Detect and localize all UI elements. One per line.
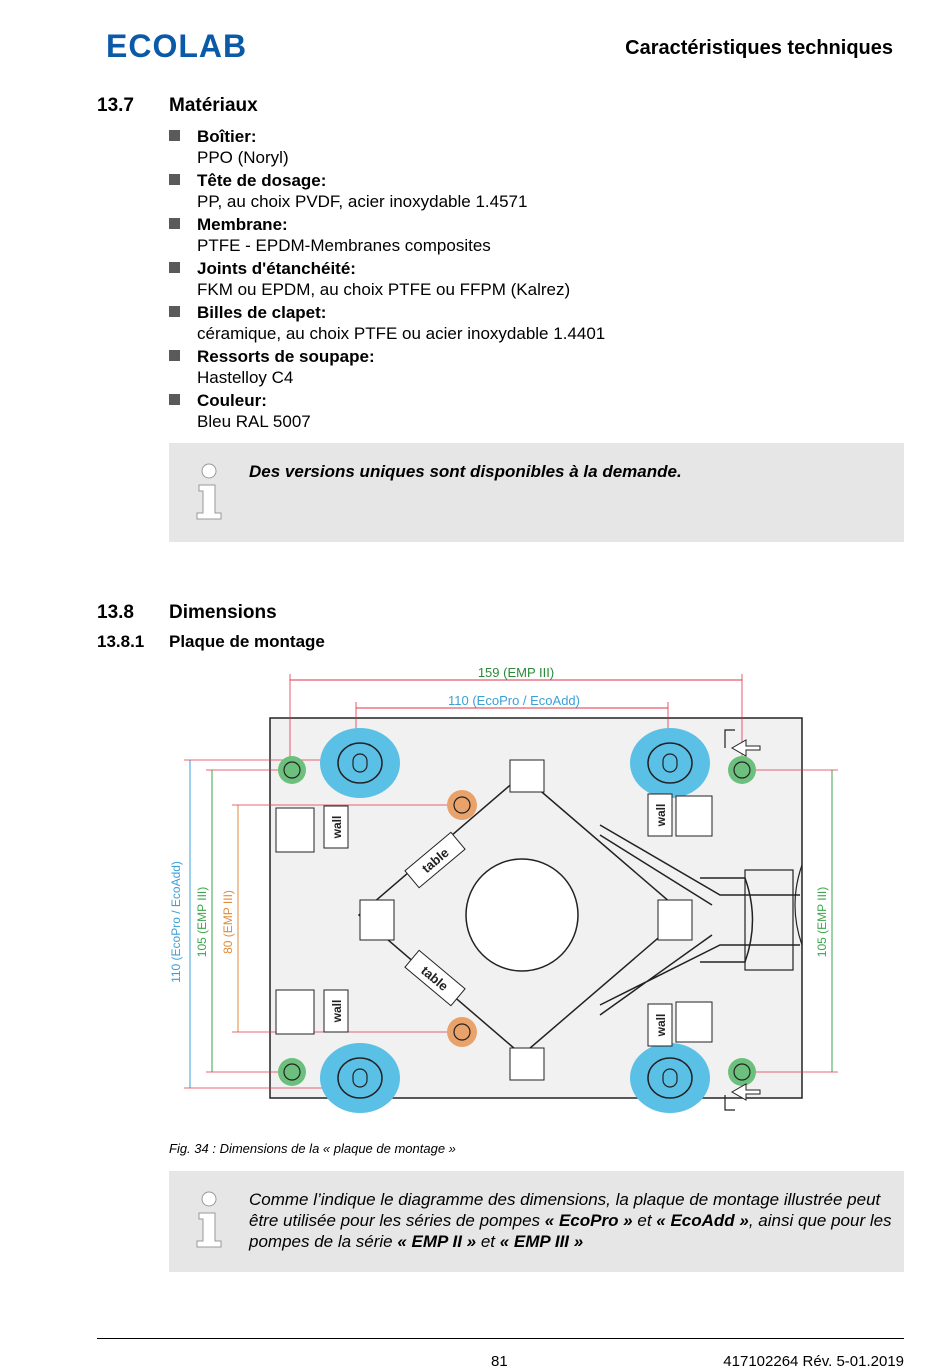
list-item: Billes de clapet: céramique, au choix PTF…	[169, 302, 869, 346]
item-value: PP, au choix PVDF, acier inoxydable 1.45…	[197, 192, 528, 211]
svg-text:wall: wall	[330, 1000, 344, 1024]
square-bullet-icon	[169, 218, 180, 229]
blue-hole-bottom-left	[320, 1043, 400, 1113]
ecolab-logo: ECOLAB	[106, 28, 247, 62]
svg-text:wall: wall	[654, 1014, 668, 1038]
arrow-icon-bottom	[724, 1083, 761, 1111]
plate-notch	[794, 864, 803, 946]
square-bullet-icon	[169, 130, 180, 141]
item-label: Ressorts de soupape:	[197, 347, 375, 366]
wall-label-bottom-right: wall	[647, 1003, 673, 1047]
item-label: Membrane:	[197, 215, 288, 234]
figure-caption: Fig. 34 : Dimensions de la « plaque de m…	[169, 1141, 456, 1156]
green-hole-top-left	[278, 756, 306, 784]
dim-top-inner: 110 (EcoPro / EcoAdd)	[448, 693, 580, 708]
green-hole-bottom-left	[278, 1058, 306, 1086]
item-value: Bleu RAL 5007	[197, 412, 311, 431]
orange-hole-top	[447, 790, 477, 820]
blue-hole-top-right	[630, 728, 710, 798]
list-item: Ressorts de soupape: Hastelloy C4	[169, 346, 869, 390]
square-bullet-icon	[169, 350, 180, 361]
svg-text:wall: wall	[330, 816, 344, 840]
item-label: Tête de dosage:	[197, 171, 327, 190]
item-value: PTFE - EPDM-Membranes composites	[197, 236, 491, 255]
wall-label-top-right: wall	[647, 793, 673, 837]
list-item: Tête de dosage: PP, au choix PVDF, acier …	[169, 170, 869, 214]
materials-list: Boîtier: PPO (Noryl) Tête de dosage: PP, a…	[169, 126, 869, 434]
blue-hole-top-left	[320, 728, 400, 798]
document-reference: 417102264 Rév. 5-01.2019	[723, 1353, 904, 1370]
svg-text:wall: wall	[654, 804, 668, 828]
info-icon	[196, 463, 222, 520]
wall-label-bottom-left: wall	[323, 989, 349, 1033]
subsection-title: Plaque de montage	[169, 632, 325, 651]
arrow-icon-top	[724, 729, 761, 757]
item-label: Billes de clapet:	[197, 303, 327, 322]
subsection-number: 13.8.1	[97, 632, 145, 651]
square-bullet-icon	[169, 262, 180, 273]
section-title-dimensions: Dimensions	[169, 602, 277, 623]
section-number-materials: 13.7	[97, 95, 134, 116]
list-item: Boîtier: PPO (Noryl)	[169, 126, 869, 170]
logo-text: ECOLAB	[106, 28, 247, 62]
section-number-dimensions: 13.8	[97, 602, 134, 623]
orange-hole-bottom	[447, 1017, 477, 1047]
wall-label-top-left: wall	[323, 805, 349, 849]
dim-left-3: 80 (EMP III)	[221, 890, 235, 954]
item-label: Boîtier:	[197, 127, 257, 146]
green-hole-bottom-right	[728, 1058, 756, 1086]
item-value: céramique, au choix PTFE ou acier inoxyd…	[197, 324, 606, 343]
dim-right: 105 (EMP III)	[815, 887, 829, 957]
green-hole-top-right	[728, 756, 756, 784]
dim-left-1: 110 (EcoPro / EcoAdd)	[169, 861, 183, 983]
funnel-bracket	[599, 824, 800, 1016]
item-label: Couleur:	[197, 391, 267, 410]
section-title-materials: Matériaux	[169, 95, 258, 116]
item-value: Hastelloy C4	[197, 368, 294, 387]
note-text-2: Comme l’indique le diagramme des dimensi…	[249, 1190, 892, 1251]
info-note-box-2: Comme l’indique le diagramme des dimensi…	[169, 1171, 904, 1272]
square-bullet-icon	[169, 306, 180, 317]
item-label: Joints d'étanchéité:	[197, 259, 356, 278]
square-bullet-icon	[169, 394, 180, 405]
header-title: Caractéristiques techniques	[625, 37, 893, 59]
dim-left-2: 105 (EMP III)	[195, 887, 209, 957]
mounting-plate-diagram: 159 (EMP III) 110 (EcoPro / EcoAdd) 110 …	[169, 665, 838, 1113]
page-number: 81	[491, 1353, 508, 1370]
central-hole	[465, 858, 579, 972]
list-item: Couleur: Bleu RAL 5007	[169, 390, 869, 434]
list-item: Joints d'étanchéité: FKM ou EPDM, au choi…	[169, 258, 869, 302]
item-value: FKM ou EPDM, au choix PTFE ou FFPM (Kalr…	[197, 280, 571, 299]
info-icon	[196, 1191, 222, 1248]
list-item: Membrane: PTFE - EPDM-Membranes composite…	[169, 214, 869, 258]
blue-hole-bottom-right	[630, 1043, 710, 1113]
footer-rule	[97, 1338, 904, 1339]
square-bullet-icon	[169, 174, 180, 185]
info-note-box: Des versions uniques sont disponibles à …	[169, 443, 904, 542]
item-value: PPO (Noryl)	[197, 148, 289, 167]
note-text: Des versions uniques sont disponibles à …	[249, 462, 682, 481]
dim-top-outer: 159 (EMP III)	[478, 665, 554, 680]
